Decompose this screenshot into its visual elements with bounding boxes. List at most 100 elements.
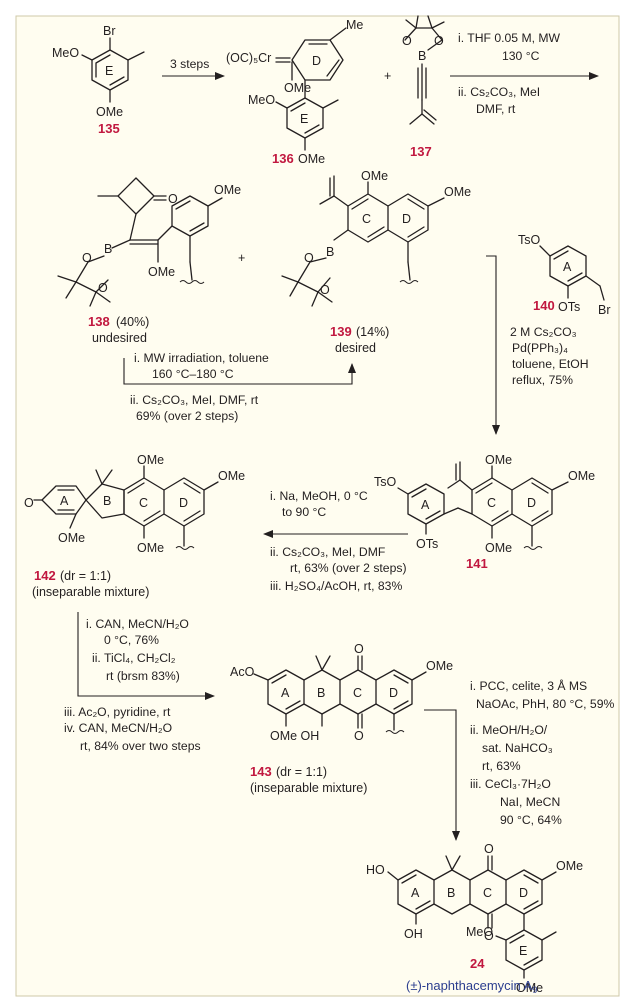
ring-label-d-24: D [519,886,528,900]
cond-r5b: 0 °C, 76% [104,633,159,647]
atom-o-137a: O [402,34,412,48]
structure-135: Br MeO OMe E 135 [52,24,145,136]
ring-label-e-136: E [300,112,308,126]
compound-138: 138 [88,314,110,329]
ring-label-d-143: D [389,686,398,700]
cond-r6e: rt, 63% [482,759,521,773]
structure-24: HO A OH B C O O D OMe E MeO OMe 24 (±)-n… [366,842,583,995]
atom-o-138b: O [98,281,108,295]
atom-b-137: B [418,49,426,63]
ring-label-b-143: B [317,686,325,700]
note-138-undesired: undesired [92,331,147,345]
atom-o-24b: O [484,929,494,943]
atom-ome-138b: OMe [214,183,241,197]
cond-r1c: ii. Cs₂CO₃, MeI [458,85,540,99]
compound-140: 140 [533,298,555,313]
atom-o-138: O [168,192,178,206]
plus-2: + [238,251,245,265]
ring-label-a-142: A [60,494,69,508]
structure-143: AcO A B C O O D OMe OMe OH 143 (dr = 1:1… [230,642,453,795]
atom-o-143b: O [354,729,364,743]
ring-label-a-141: A [421,498,430,512]
atom-ome-139a: OMe [361,169,388,183]
atom-ome-139b: OMe [444,185,471,199]
atom-ome-24a: OMe [556,859,583,873]
ring-label-a-143: A [281,686,290,700]
atom-ome-142c: OMe [137,541,164,555]
cond-r6c: ii. MeOH/H₂O/ [470,723,548,737]
atom-ome-oh-143: OMe OH [270,729,319,743]
ring-label-c-142: C [139,496,148,510]
compound-142: 142 [34,568,56,583]
ring-label-d-142: D [179,496,188,510]
atom-ome-138a: OMe [148,265,175,279]
structure-142: O A B OMe C D OMe OMe OMe 142 (dr = 1:1)… [24,453,245,599]
compound-136: 136 [272,151,294,166]
atom-ots-141: OTs [416,537,438,551]
structure-139: C D OMe OMe B O O 139 (14%) desired [281,169,471,355]
ring-label-b-142: B [103,494,111,508]
note-143-mix: (inseparable mixture) [250,781,367,795]
atom-meo-24: MeO [466,925,493,939]
note-139-desired: desired [335,341,376,355]
compound-143: 143 [250,764,272,779]
product-name: (±)-naphthacemycin A9 [406,978,537,995]
atom-br-140: Br [598,303,611,317]
ring-label-c-24: C [483,886,492,900]
cond-r2d: 69% (over 2 steps) [136,409,238,423]
atom-ome-142a: OMe [58,531,85,545]
ring-label-c-143: C [353,686,362,700]
cond-r4e: iii. H₂SO₄/AcOH, rt, 83% [270,579,402,593]
atom-tso-140: TsO [518,233,541,247]
cond-r4c: ii. Cs₂CO₃, MeI, DMF [270,545,385,559]
compound-139: 139 [330,324,352,339]
atom-o-24a: O [484,842,494,856]
cond-r6g: NaI, MeCN [500,795,560,809]
cond-r4a: i. Na, MeOH, 0 °C [270,489,368,503]
note-139-yield: (14%) [356,325,389,339]
cond-r3d: reflux, 75% [512,373,573,387]
cond-r5a: i. CAN, MeCN/H₂O [86,617,189,631]
cond-r6b: NaOAc, PhH, 80 °C, 59% [476,697,614,711]
cond-r1b: 130 °C [502,49,540,63]
atom-me-136: Me [346,18,363,32]
atom-ome-141a: OMe [485,453,512,467]
cond-r6d: sat. NaHCO₃ [482,741,553,755]
atom-meo: MeO [52,46,79,60]
atom-ots-140: OTs [558,300,580,314]
ring-label-d-139: D [402,212,411,226]
atom-ome-142b: OMe [137,453,164,467]
atom-aco-143: AcO [230,665,255,679]
atom-ome-142d: OMe [218,469,245,483]
atom-ome-141c: OMe [568,469,595,483]
atom-ho-24: HO [366,863,385,877]
ring-label-b-24: B [447,886,455,900]
ring-label-e: E [105,64,113,78]
atom-o-143a: O [354,642,364,656]
ring-label-d-136: D [312,54,321,68]
ring-label-e-24: E [519,944,527,958]
cond-r3a: 2 M Cs₂CO₃ [510,325,577,339]
cond-r2b: 160 °C–180 °C [152,367,234,381]
arrow-138-to-139 [123,358,356,385]
cond-3steps: 3 steps [170,57,209,71]
atom-ome: OMe [96,105,123,119]
cond-r1a: i. THF 0.05 M, MW [458,31,561,45]
cond-r2c: ii. Cs₂CO₃, MeI, DMF, rt [130,393,259,407]
cond-r1d: DMF, rt [476,102,516,116]
atom-ome-141b: OMe [485,541,512,555]
arrow-143-to-24 [424,709,460,841]
structure-138: O B O O OMe OMe 138 (40%) undesired [57,177,241,345]
cond-r5d: rt (brsm 83%) [106,669,180,683]
cond-r5g: rt, 84% over two steps [80,739,201,753]
atom-tso-141: TsO [374,475,397,489]
atom-b-138: B [104,242,112,256]
ring-label-d-141: D [527,496,536,510]
compound-135: 135 [98,121,120,136]
scheme-frame [15,15,620,997]
ring-label-c-139: C [362,212,371,226]
note-143-dr: (dr = 1:1) [276,765,327,779]
cond-r4d: rt, 63% (over 2 steps) [290,561,407,575]
cond-r5e: iii. Ac₂O, pyridine, rt [64,705,171,719]
